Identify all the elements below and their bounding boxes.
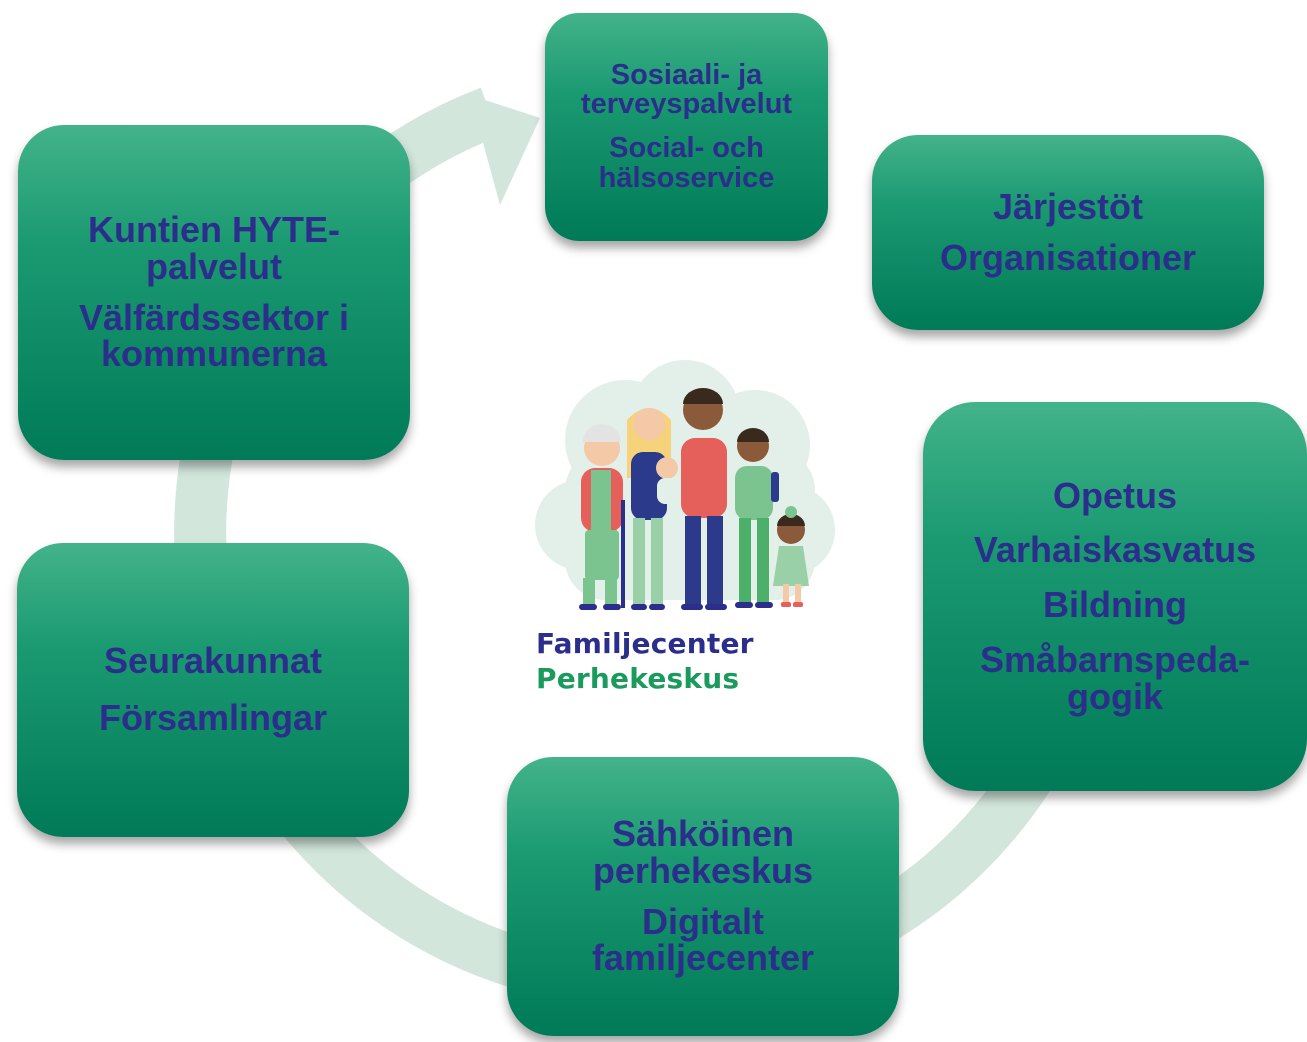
box-text: Bildning xyxy=(1043,584,1187,626)
box-parishes: Seurakunnat Församlingar xyxy=(17,543,409,837)
box-text: Sähköinen xyxy=(611,813,795,855)
family-illustration-icon xyxy=(535,360,835,610)
box-text: terveyspalvelut xyxy=(580,88,793,121)
box-education: Opetus Varhaiskasvatus Bildning Småbarns… xyxy=(923,402,1307,791)
box-text: Välfärdssektor i xyxy=(78,296,350,338)
box-text: Församlingar xyxy=(98,697,328,738)
box-text: Kuntien HYTE- xyxy=(88,209,340,251)
box-social-health-services: Sosiaali- ja terveyspalvelut Social- och… xyxy=(545,13,828,241)
box-text: familjecenter xyxy=(591,937,815,979)
box-text: Opetus xyxy=(1052,474,1177,516)
logo-title-fi: Perhekeskus xyxy=(536,662,740,695)
box-text: kommunerna xyxy=(100,333,328,375)
box-text: Järjestöt xyxy=(992,185,1144,227)
logo-title-sv: Familjecenter xyxy=(536,627,754,660)
box-text: hälsoservice xyxy=(598,161,775,194)
box-text: perhekeskus xyxy=(592,849,814,891)
box-text: Seurakunnat xyxy=(103,640,323,682)
box-text: Varhaiskasvatus xyxy=(973,529,1257,571)
box-text: Organisationer xyxy=(939,236,1197,278)
box-text: Digitalt xyxy=(642,900,764,942)
box-text: Sosiaali- ja xyxy=(610,58,763,91)
box-organisations: Järjestöt Organisationer xyxy=(872,135,1264,330)
box-text: Småbarnspeda- xyxy=(979,638,1251,680)
box-text: palvelut xyxy=(145,245,283,287)
box-text: gogik xyxy=(1067,675,1163,717)
box-text: Social- och xyxy=(609,132,764,164)
box-municipal-welfare: Kuntien HYTE- palvelut Välfärdssektor i … xyxy=(18,125,410,460)
box-digital-family-center: Sähköinen perhekeskus Digitalt familjece… xyxy=(507,757,899,1036)
